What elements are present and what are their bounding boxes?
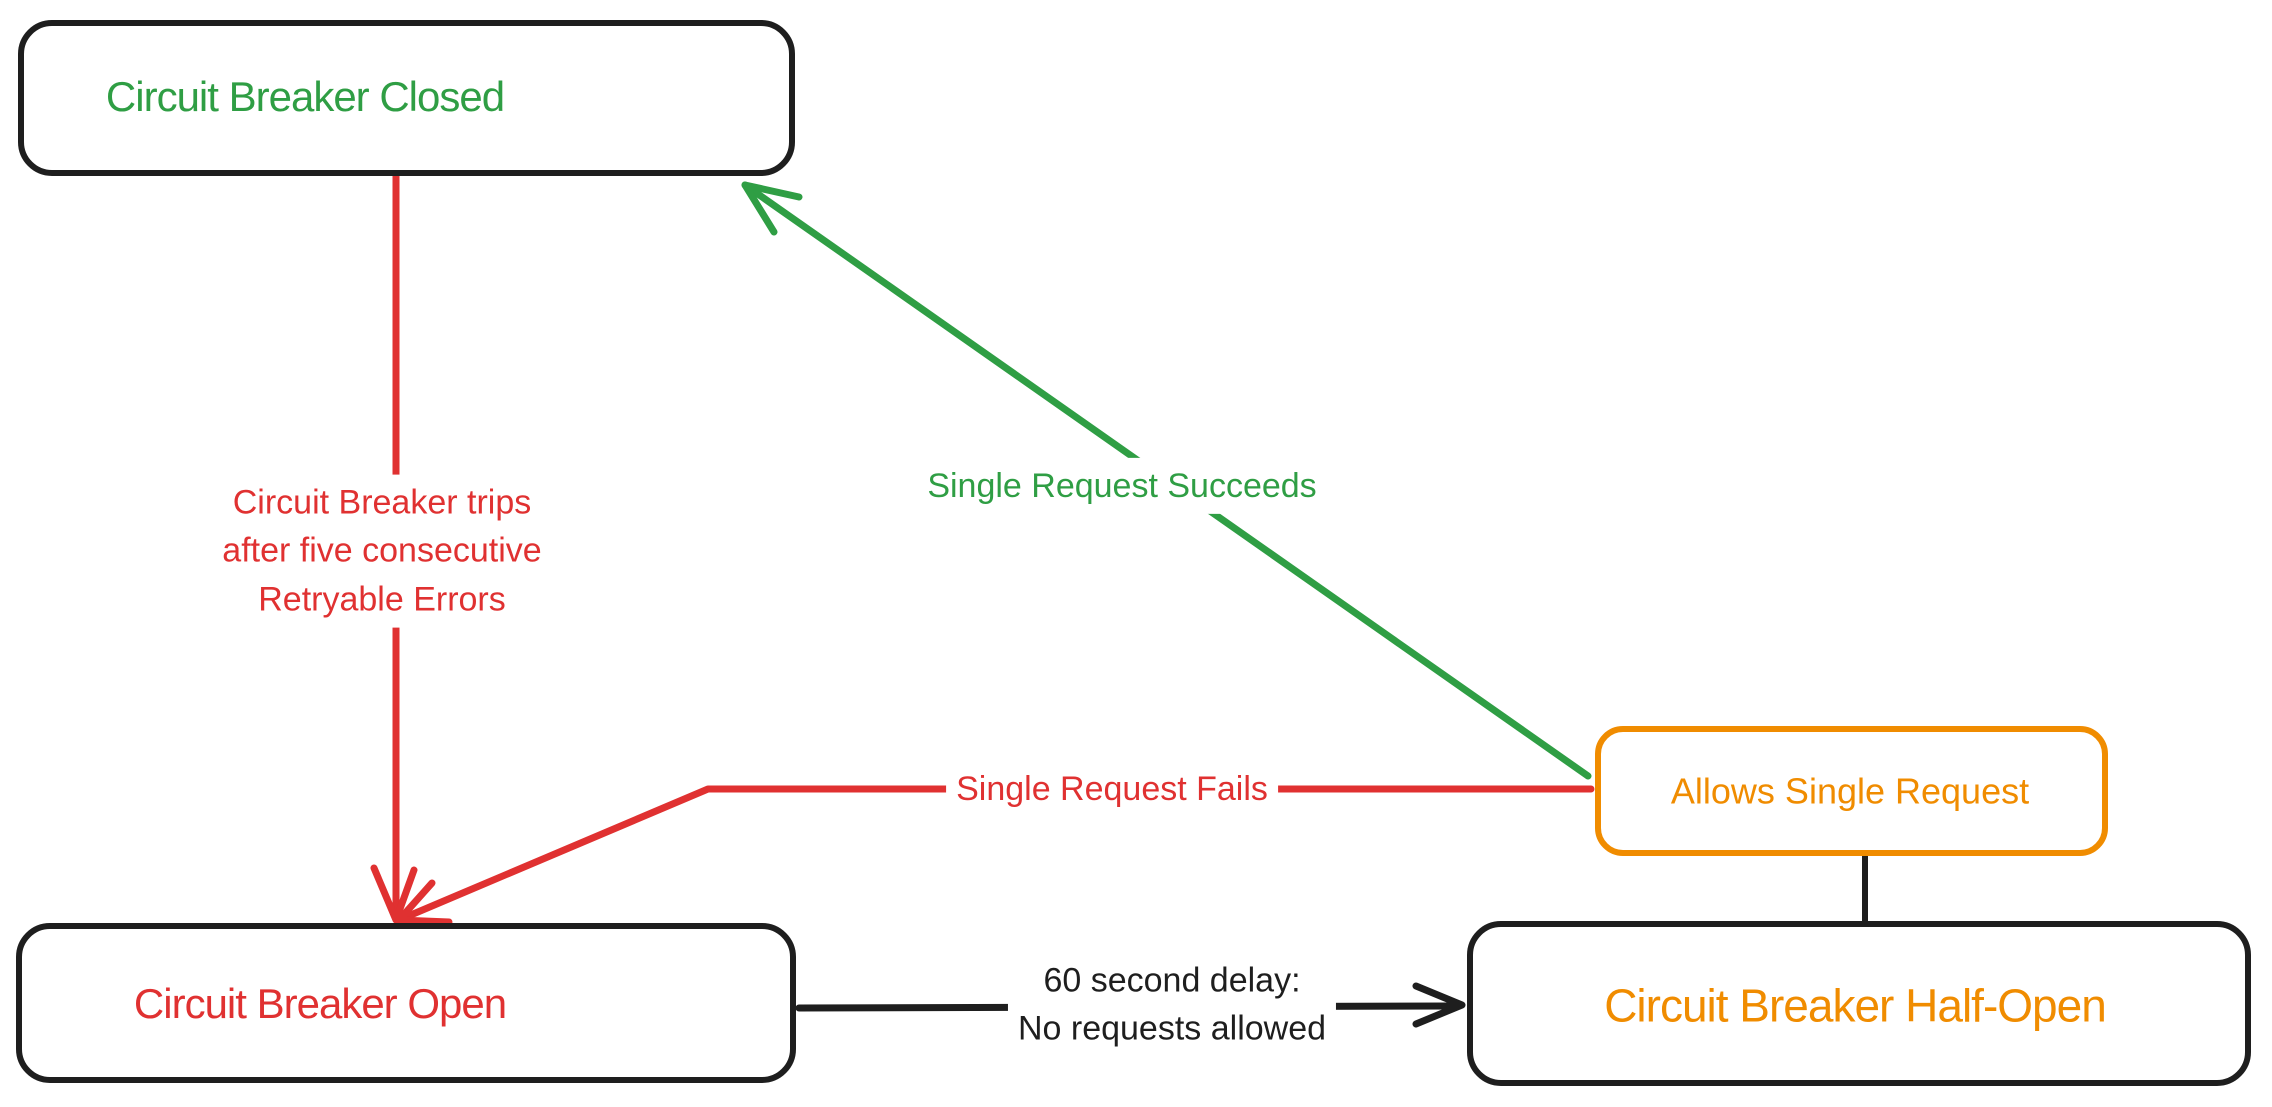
state-closed-label: Circuit Breaker Closed [105,73,505,121]
state-allows-label: Allows Single Request [1670,770,2030,812]
state-open-label: Circuit Breaker Open [133,980,507,1028]
edge-delay-arrowhead [1412,982,1466,1028]
edge-delay-label-line1: 60 second delay: [1043,961,1301,1000]
edge-delay-label-line2: No requests allowed [1017,1010,1327,1048]
state-half-open-label: Circuit Breaker Half-Open [1604,979,2107,1032]
edge-trips-label-line3: Retryable Errors [258,580,506,619]
edge-succeeds-arrowhead [741,181,803,236]
edge-fails-line [395,785,1595,924]
state-open-box [16,923,796,1083]
edge-succeeds-label: Single Request Succeeds [917,457,1327,515]
edge-fails-arrowhead [395,879,453,926]
state-half-open-box [1467,921,2251,1086]
state-closed-box [18,20,795,176]
edge-trips-label-line1: Circuit Breaker trips [232,483,532,522]
edge-fails-label: Single Request Fails [946,760,1278,818]
edge-trips-label-line2: after five consecutive [222,531,542,570]
state-allows-box [1595,726,2108,856]
edge-delay-label: 60 second delay: No requests allowed [1007,952,1337,1058]
edge-trips-label: Circuit Breaker trips after five consecu… [212,474,552,628]
